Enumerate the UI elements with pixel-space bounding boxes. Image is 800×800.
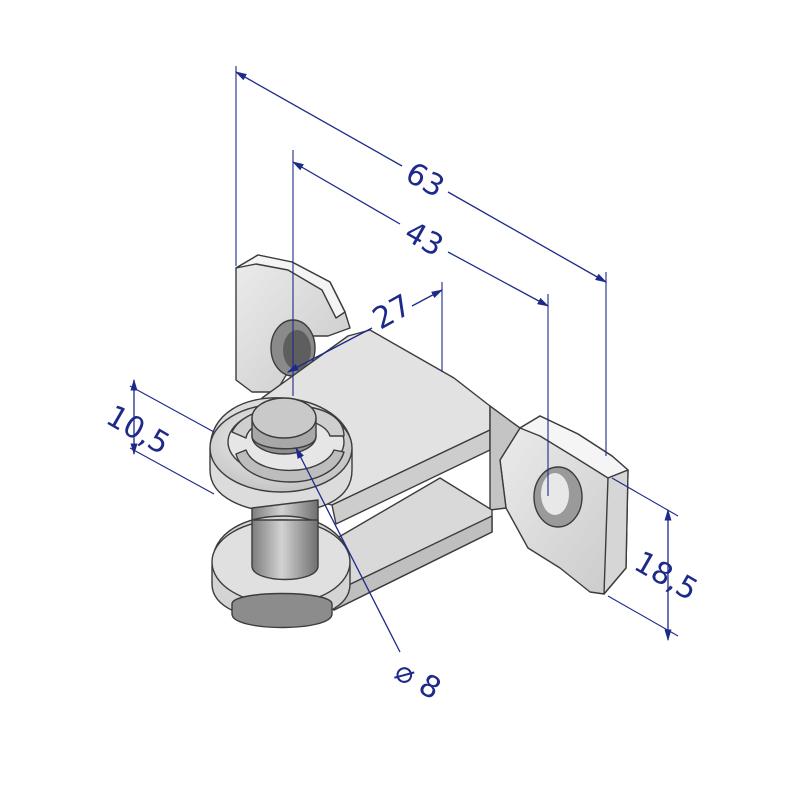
right-tab-hole-inner xyxy=(541,473,569,515)
right-tab-side-face xyxy=(603,469,629,595)
dim-label-63: 63 xyxy=(400,156,450,205)
left-tab-top-face xyxy=(235,254,346,319)
bottom-bushing xyxy=(231,592,333,629)
dim-label-18-5: 18,5 xyxy=(628,545,703,609)
hinge-bracket xyxy=(209,254,629,629)
dim-label-43: 43 xyxy=(399,215,449,264)
dim-label-27: 27 xyxy=(367,288,417,337)
dimension-knuckle-height: 10,5 xyxy=(100,378,215,495)
dim-label-diameter-8: ⌀ 8 xyxy=(389,654,447,708)
pin-head-top xyxy=(251,397,317,439)
arm-web xyxy=(489,405,521,511)
left-tab-hole-inner xyxy=(283,330,311,370)
retaining-clip-lower xyxy=(235,449,345,483)
pin-through-lower xyxy=(251,519,319,581)
